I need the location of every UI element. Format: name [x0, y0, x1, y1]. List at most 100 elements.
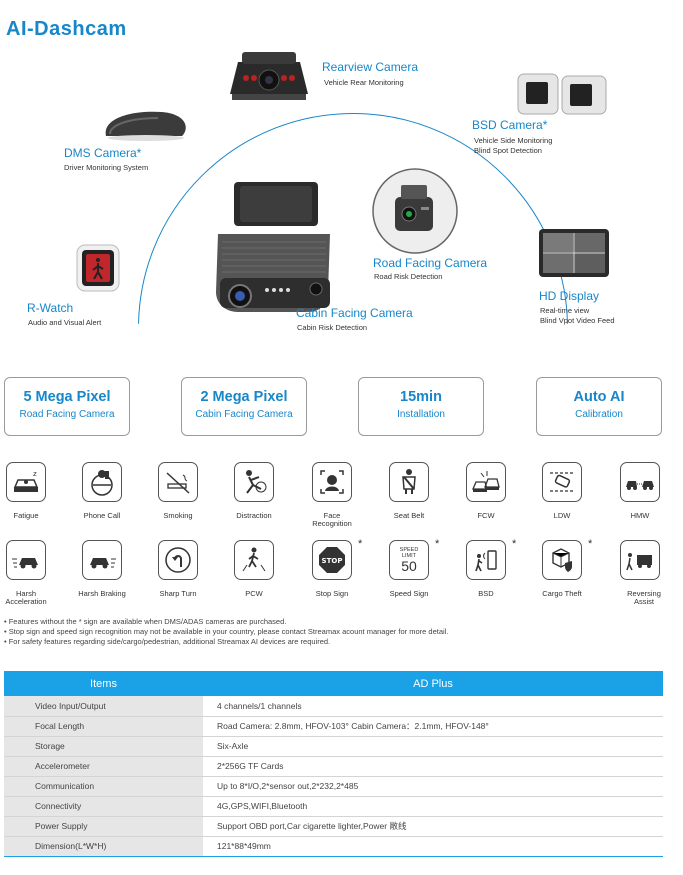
- star-speed-sign: *: [435, 538, 440, 550]
- stop-sign-icon: STOP: [312, 540, 352, 580]
- cargo-theft-icon: [542, 540, 582, 580]
- ai-dashcam-image: [212, 182, 336, 323]
- face-recognition-icon: [312, 462, 352, 502]
- icon-label-harsh-braking: Harsh Braking: [78, 589, 126, 598]
- stop-sign-text: STOP: [322, 557, 343, 565]
- star-bsd: *: [512, 538, 517, 550]
- cabin-camera-desc: Cabin Risk Detection: [297, 323, 368, 332]
- spec-value: Road Camera: 2.8mm, HFOV-103° Cabin Came…: [203, 716, 663, 737]
- icon-label-face-recognition: Face Recognition: [312, 511, 352, 528]
- seat-belt-icon: [389, 462, 429, 502]
- bsd-icon: [466, 540, 506, 580]
- hmw-icon: [620, 462, 660, 502]
- pcw-icon: [234, 540, 274, 580]
- feature-box-calibration: Auto AI Calibration: [536, 377, 662, 436]
- star-cargo-theft: *: [588, 538, 593, 550]
- distraction-icon: [234, 462, 274, 502]
- spec-key: Communication: [4, 776, 203, 797]
- bsd-camera-desc-1: Vehicle Side Monitoring: [474, 136, 553, 145]
- sharp-turn-icon: [158, 540, 198, 580]
- icon-label-cargo-theft: Cargo Theft: [542, 589, 582, 598]
- icon-label-smoking: Smoking: [163, 511, 193, 520]
- rearview-camera-image: [228, 48, 310, 109]
- spec-value: 2*256G TF Cards: [203, 756, 663, 777]
- icon-label-distraction: Distraction: [236, 511, 272, 520]
- feature-box-cabin-resolution: 2 Mega Pixel Cabin Facing Camera: [181, 377, 307, 436]
- spec-value: 4 channels/1 channels: [203, 696, 663, 717]
- bsd-camera-desc-2: Blind Spot Detection: [474, 146, 542, 155]
- icon-label-sharp-turn: Sharp Turn: [159, 589, 197, 598]
- spec-key: Focal Length: [4, 716, 203, 737]
- icon-label-seat-belt: Seat Belt: [393, 511, 425, 520]
- icon-label-fcw: FCW: [477, 511, 495, 520]
- hd-display-desc-2: Blind Vpot Video Feed: [540, 316, 615, 325]
- feature-value: 2 Mega Pixel: [200, 389, 288, 405]
- table-row: Dimension(L*W*H)121*88*49mm: [4, 836, 663, 857]
- svg-text:z: z: [33, 470, 37, 478]
- phone-call-icon: [82, 462, 122, 502]
- feature-label: Road Facing Camera: [19, 409, 115, 420]
- hd-display-name: HD Display: [539, 289, 600, 303]
- icon-label-pcw: PCW: [245, 589, 263, 598]
- feature-value: Auto AI: [573, 389, 625, 405]
- reversing-assist-icon: [620, 540, 660, 580]
- page-title: AI-Dashcam: [6, 18, 127, 40]
- icon-label-ldw: LDW: [553, 511, 571, 520]
- spec-table-header: Items AD Plus: [4, 671, 663, 696]
- spec-value: Up to 8*I/O,2*sensor out,2*232,2*485: [203, 776, 663, 797]
- feature-label: Cabin Facing Camera: [195, 409, 293, 420]
- r-watch-image: [76, 244, 120, 297]
- header-model: AD Plus: [203, 671, 663, 696]
- bsd-camera-image: [516, 68, 608, 121]
- feature-value: 15min: [400, 389, 442, 405]
- rearview-camera-name: Rearview Camera: [322, 60, 419, 74]
- smoking-icon: [158, 462, 198, 502]
- spec-key: Storage: [4, 736, 203, 757]
- spec-value: Support OBD port,Car cigarette lighter,P…: [203, 816, 663, 837]
- spec-value: Six-Axle: [203, 736, 663, 757]
- feature-box-installation: 15min Installation: [358, 377, 484, 436]
- spec-key: Video Input/Output: [4, 696, 203, 717]
- ldw-icon: [542, 462, 582, 502]
- feature-box-road-resolution: 5 Mega Pixel Road Facing Camera: [4, 377, 130, 436]
- icon-label-bsd: BSD: [478, 589, 494, 598]
- icon-label-harsh-acceleration: Harsh Acceleration: [5, 589, 47, 606]
- icon-label-phone-call: Phone Call: [83, 511, 121, 520]
- r-watch-name: R-Watch: [27, 301, 74, 315]
- icon-label-stop-sign: Stop Sign: [315, 589, 349, 598]
- spec-key: Dimension(L*W*H): [4, 836, 203, 857]
- road-camera-desc: Road Risk Detection: [374, 272, 443, 281]
- icon-label-reversing-assist: Reversing Assist: [627, 589, 661, 606]
- bsd-camera-name: BSD Camera*: [472, 118, 548, 132]
- road-camera-image: [371, 167, 459, 260]
- harsh-acceleration-icon: [6, 540, 46, 580]
- header-items: Items: [4, 671, 203, 696]
- cabin-camera-name: Cabin Facing Camera: [296, 306, 413, 320]
- speed-limit-text: SPEED LIMIT: [399, 546, 419, 559]
- road-camera-name: Road Facing Camera: [373, 256, 488, 270]
- icon-label-fatigue: Fatigue: [13, 511, 39, 520]
- feature-label: Installation: [397, 409, 445, 420]
- feature-value: 5 Mega Pixel: [23, 389, 111, 405]
- dms-camera-name: DMS Camera*: [64, 146, 142, 160]
- rearview-camera-desc: Vehicle Rear Monitoring: [324, 78, 404, 87]
- spec-value: 121*88*49mm: [203, 836, 663, 857]
- spec-key: Power Supply: [4, 816, 203, 837]
- harsh-braking-icon: [82, 540, 122, 580]
- footnote-1: • Features without the * sign are availa…: [4, 617, 287, 626]
- footnote-2: • Stop sign and speed sign recognition m…: [4, 627, 449, 636]
- speed-value-text: 50: [401, 557, 417, 574]
- footnote-3: • For safety features regarding side/car…: [4, 637, 331, 646]
- fcw-icon: [466, 462, 506, 502]
- dms-camera-desc: Driver Monitoring System: [64, 163, 149, 172]
- hd-display-desc-1: Real-time view: [540, 306, 590, 315]
- icon-label-speed-sign: Speed Sign: [389, 589, 429, 598]
